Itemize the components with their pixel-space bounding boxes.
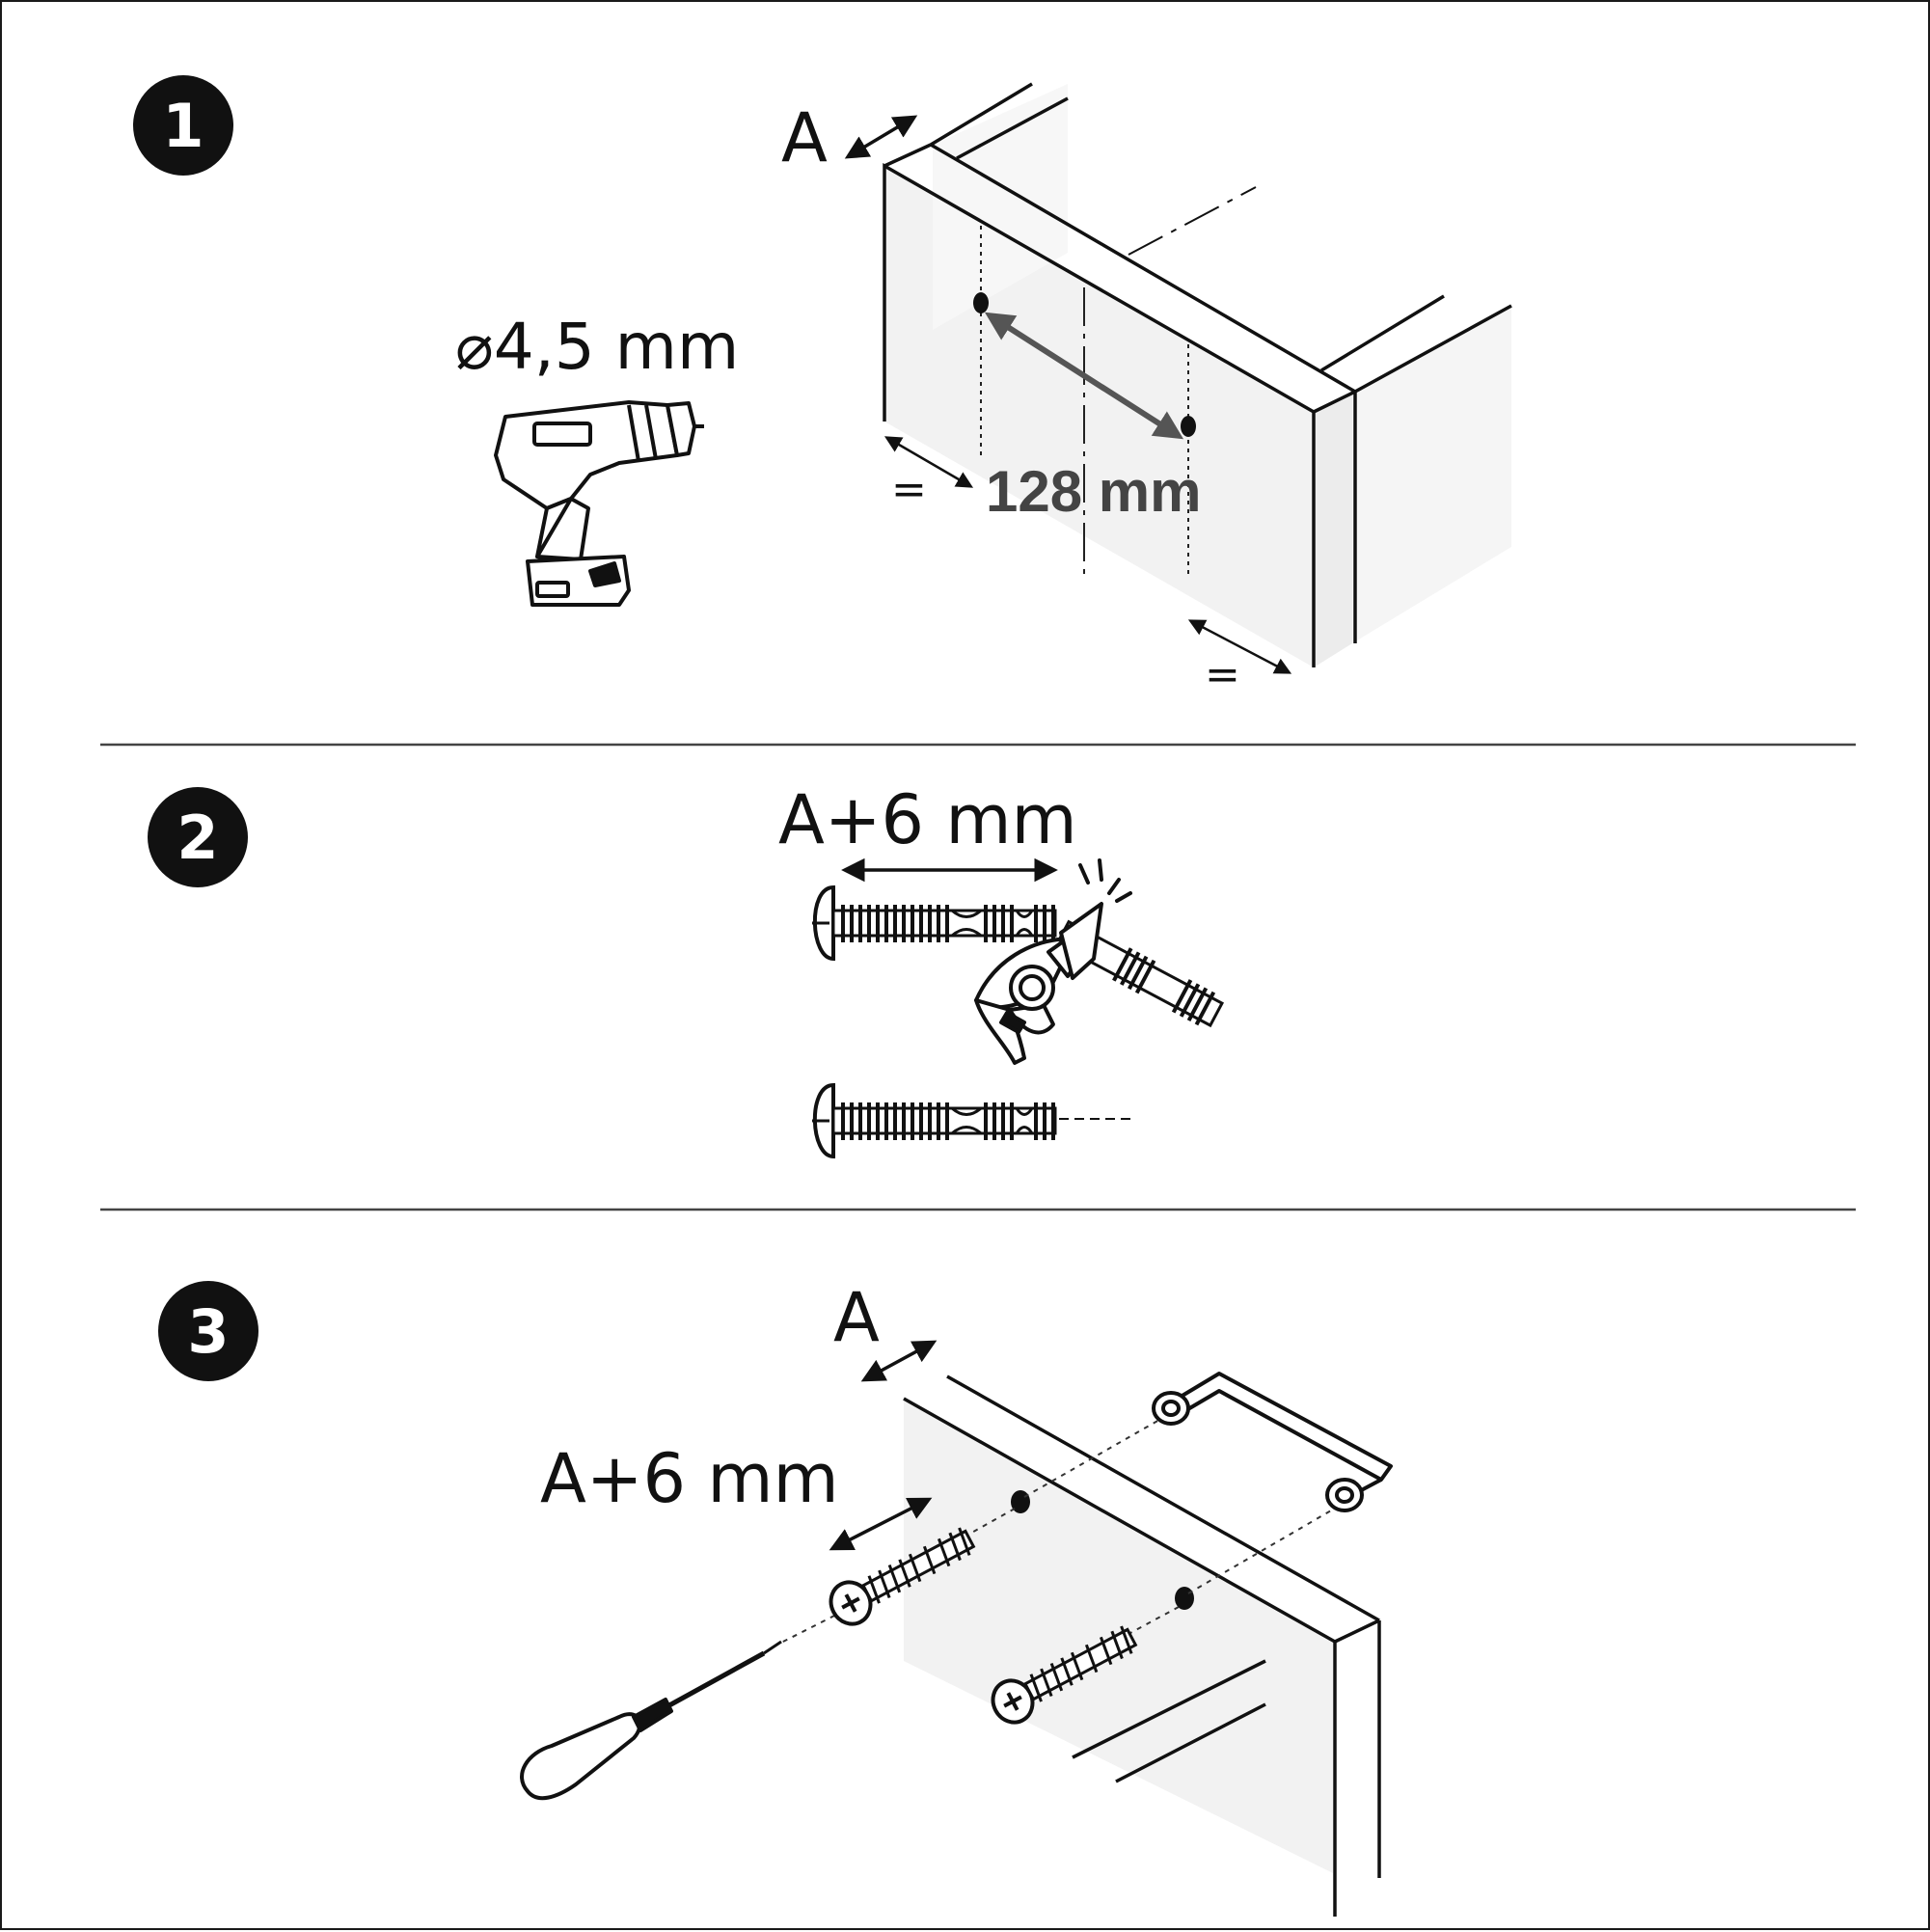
step-1-number: 1 xyxy=(162,91,204,161)
screw-length-arrow xyxy=(829,1497,933,1551)
handle-icon xyxy=(1152,1372,1393,1512)
step-3-section: 3 A A+6 mm xyxy=(158,1278,1393,1917)
edge-distance-a: A xyxy=(781,98,918,177)
step-2-badge: 2 xyxy=(148,787,248,887)
screw-icon xyxy=(812,884,1057,962)
step-1-section: 1 ⌀4,5 mm xyxy=(133,75,1512,699)
cut-length-label: A+6 mm xyxy=(778,780,1077,859)
cabinet-panel xyxy=(883,82,1512,667)
cabinet-panel-3 xyxy=(903,1374,1381,1917)
step-2-number: 2 xyxy=(177,803,218,873)
snap-marks xyxy=(1078,858,1132,903)
cut-screw xyxy=(812,1082,1130,1159)
equal-mark-left: = xyxy=(891,465,927,514)
equal-spacing-left: = xyxy=(883,436,974,514)
hole-spacing-label: 128 mm xyxy=(986,459,1201,524)
side-cutter-icon xyxy=(974,902,1103,1065)
step-1-badge: 1 xyxy=(133,75,233,176)
cordless-drill-icon xyxy=(494,400,704,607)
edge-label-a-3: A xyxy=(833,1278,880,1357)
screw-icon-3b xyxy=(991,1625,1138,1725)
drill-diameter-label: ⌀4,5 mm xyxy=(455,310,739,384)
step-2-section: 2 A+6 mm xyxy=(148,780,1225,1159)
step-3-number: 3 xyxy=(187,1296,229,1367)
equal-spacing-right: = xyxy=(1187,619,1292,699)
edge-label-a: A xyxy=(781,98,828,177)
hole-spacing-dimension: 128 mm xyxy=(984,312,1201,524)
screw-icon-3a xyxy=(829,1527,976,1626)
drill-hole-3b xyxy=(1175,1587,1194,1610)
drill-hole-2 xyxy=(1181,416,1196,437)
equal-mark-right: = xyxy=(1205,650,1240,699)
drill-hole-1 xyxy=(973,292,989,313)
step-3-badge: 3 xyxy=(158,1281,258,1381)
screwdriver-icon xyxy=(520,1640,782,1801)
edge-distance-a-3 xyxy=(860,1340,938,1382)
screw-length-label: A+6 mm xyxy=(540,1439,839,1518)
